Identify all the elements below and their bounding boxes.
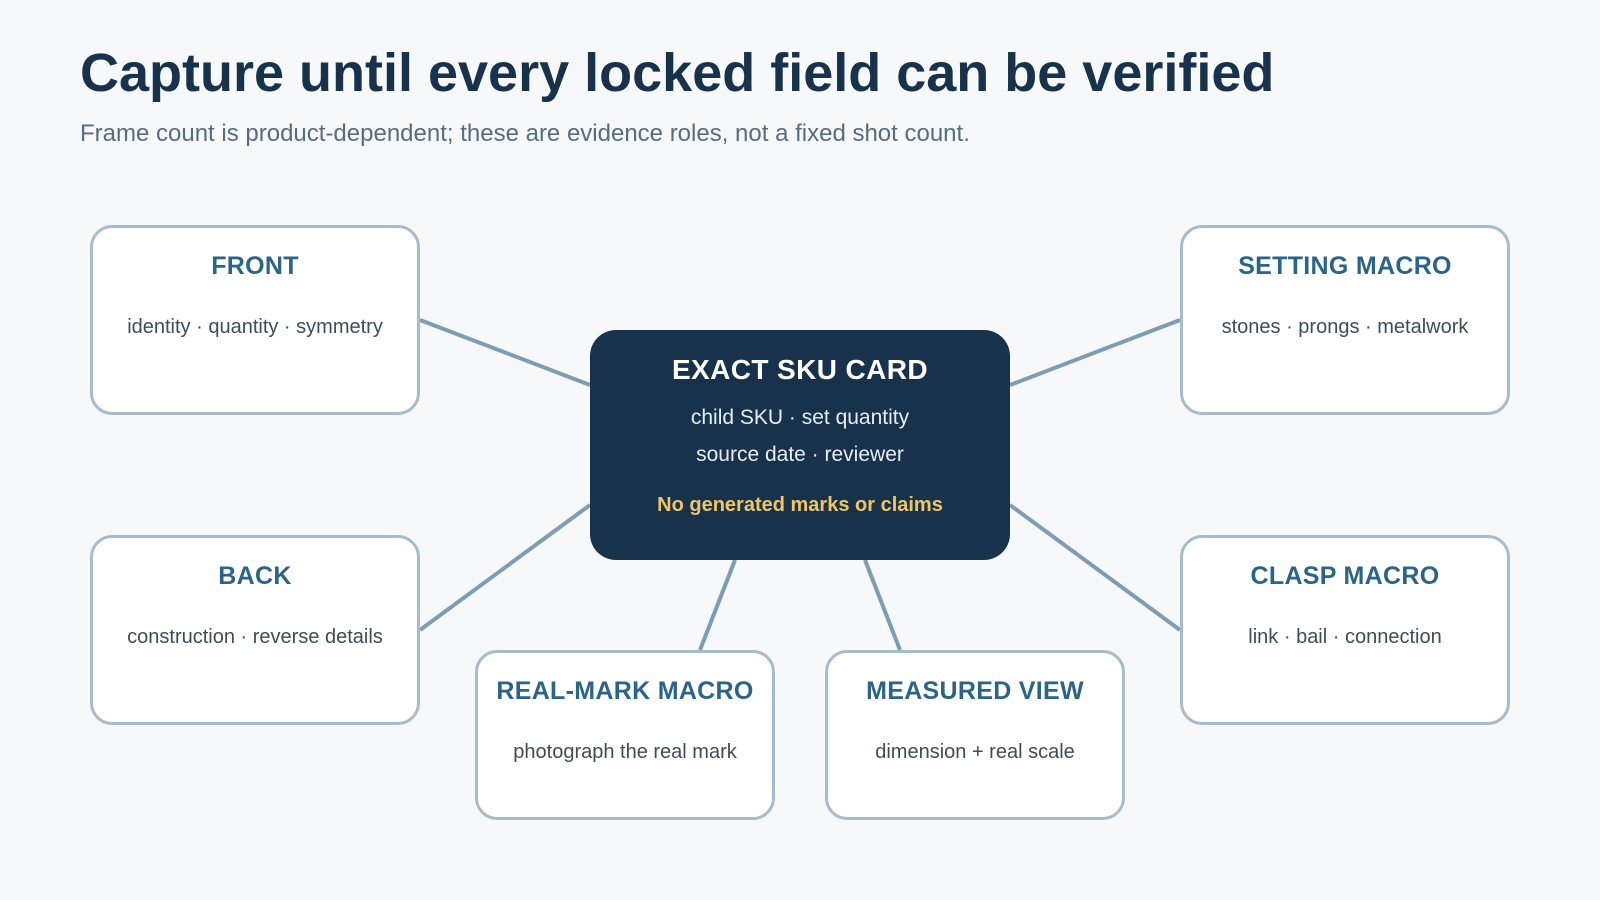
node-title: SETTING MACRO [1238,252,1452,280]
page-subtitle: Frame count is product-dependent; these … [80,120,970,147]
connector-clasp-macro [1008,503,1182,632]
node-detail: link · bail · connection [1248,626,1442,648]
connector-front [419,318,591,387]
node-front: FRONT identity · quantity · symmetry [90,225,420,415]
connector-real-mark-macro [698,559,737,651]
hub-title: EXACT SKU CARD [671,354,929,385]
connector-measured-view [863,559,902,651]
node-title: REAL-MARK MACRO [496,677,754,705]
node-title: CLASP MACRO [1250,562,1440,590]
hub-warning-note: No generated marks or claims [657,494,943,516]
exact-sku-card: EXACT SKU CARD child SKU · set quantity … [590,330,1010,560]
node-real-mark-macro: REAL-MARK MACRO photograph the real mark [475,650,775,820]
node-measured-view: MEASURED VIEW dimension + real scale [825,650,1125,820]
page-title: Capture until every locked field can be … [80,43,1275,103]
node-detail: construction · reverse details [127,626,383,648]
node-clasp-macro: CLASP MACRO link · bail · connection [1180,535,1510,725]
node-detail: dimension + real scale [875,741,1075,763]
node-detail: identity · quantity · symmetry [127,316,383,338]
node-detail: photograph the real mark [513,741,737,763]
node-detail: stones · prongs · metalwork [1221,316,1469,338]
hub-line-sku: child SKU · set quantity [690,406,910,429]
connector-back [418,503,592,632]
hub-line-source: source date · reviewer [696,443,904,466]
node-back: BACK construction · reverse details [90,535,420,725]
node-title: FRONT [211,252,299,280]
node-title: BACK [218,562,292,590]
node-setting-macro: SETTING MACRO stones · prongs · metalwor… [1180,225,1510,415]
connector-setting-macro [1009,318,1181,387]
node-title: MEASURED VIEW [866,677,1084,705]
